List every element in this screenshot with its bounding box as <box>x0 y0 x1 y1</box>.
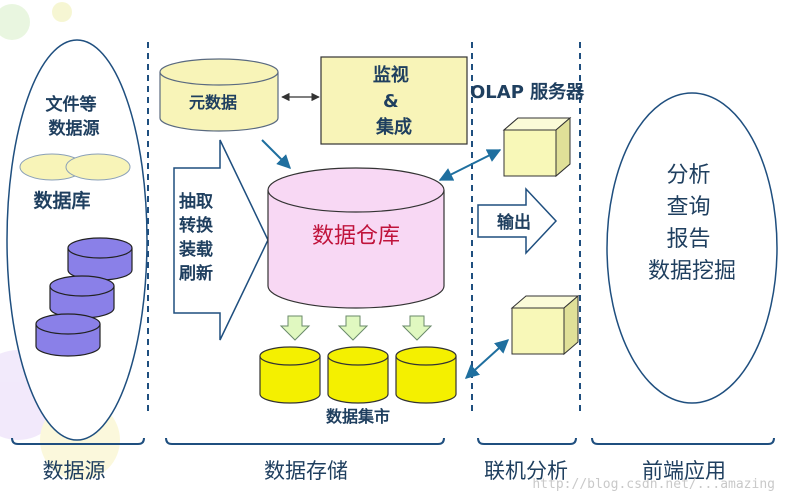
metadata-label: 元数据 <box>189 93 237 112</box>
monitor-integration-label: 监视 & 集成 <box>373 64 415 138</box>
olap-cube-top <box>502 116 572 178</box>
data-warehouse-cylinder <box>267 167 445 309</box>
etl-arrow <box>173 139 269 341</box>
metadata-warehouse-connector <box>261 139 291 169</box>
datamart-label: 数据集市 <box>326 407 390 426</box>
olap-server-label: OLAP 服务器 <box>470 81 585 103</box>
warehouse-olap-connector <box>438 149 502 181</box>
section-label-data-source: 数据源 <box>43 459 106 483</box>
datamart-down-arrows <box>279 315 433 341</box>
section-label-data-storage: 数据存储 <box>264 459 348 483</box>
data-warehouse-label: 数据仓库 <box>312 224 400 249</box>
watermark: http://blog.csdn.net/...amazing <box>532 477 775 492</box>
file-ellipses-icon <box>19 153 131 181</box>
database-label: 数据库 <box>33 189 90 212</box>
frontend-ellipse <box>606 92 778 404</box>
output-label: 输出 <box>497 212 531 233</box>
datamart-olap-connector <box>464 339 510 379</box>
olap-cube-bottom <box>510 294 580 356</box>
file-source-label: 文件等 数据源 <box>46 94 103 139</box>
section-label-olap: 联机分析 <box>484 459 568 483</box>
database-stack-icon <box>35 237 133 357</box>
output-arrow <box>477 187 558 255</box>
etl-label: 抽取 转换 装载 刷新 <box>178 191 219 284</box>
section-label-frontend: 前端应用 <box>642 459 726 483</box>
monitor-integration-box <box>320 56 468 145</box>
frontend-label: 分析 查询 报告 数据挖掘 <box>648 163 736 284</box>
section-braces <box>11 437 775 445</box>
datamart-cylinders <box>259 346 457 404</box>
metadata-cylinder <box>159 58 279 132</box>
